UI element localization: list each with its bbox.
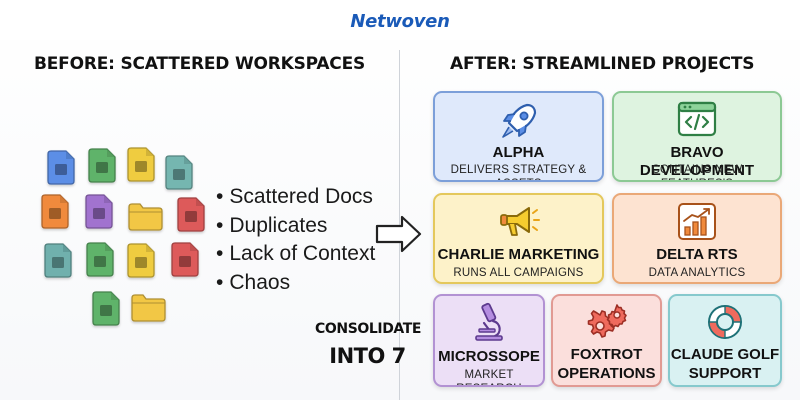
document-icon (85, 194, 113, 229)
document-icon (47, 150, 75, 185)
project-name-line-2: OPERATIONS (557, 365, 656, 382)
megaphone-icon (499, 207, 540, 236)
logo-bar: Netwoven (0, 0, 800, 40)
before-bullet-list: Scattered Docs Duplicates Lack of Contex… (216, 183, 375, 297)
rocket-icon (501, 103, 536, 138)
project-name: DELTA RTS (656, 246, 738, 263)
project-card-charlie: CHARLIE MARKETING RUNS ALL CAMPAIGNS (433, 193, 604, 284)
netwoven-logo: Netwoven (350, 11, 450, 32)
folder-icon (131, 294, 166, 322)
after-heading: AFTER: STREAMLINED PROJECTS (450, 54, 755, 74)
project-card-microssope: MICROSSOPE MARKET RESEARCH (433, 294, 545, 387)
project-name-line-1: FOXTROT (570, 346, 643, 363)
gears-icon (587, 304, 627, 338)
document-icon (165, 155, 193, 190)
bullet-scattered-docs: Scattered Docs (216, 183, 375, 212)
folder-icon (128, 203, 163, 231)
project-card-alpha: ALPHA DELIVERS STRATEGY & ASSETS (433, 91, 604, 182)
scattered-files (41, 147, 205, 326)
document-icon (41, 194, 69, 229)
project-name: MICROSSOPE (438, 348, 540, 365)
project-name: CHARLIE MARKETING (437, 246, 600, 263)
project-card-delta: DELTA RTS DATA ANALYTICS (612, 193, 782, 284)
lifebuoy-icon (708, 305, 742, 339)
consolidate-line-2: INTO 7 (329, 344, 406, 368)
consolidate-line-1: CONSOLIDATE (315, 321, 422, 337)
document-icon (177, 197, 205, 232)
right-arrow-icon (375, 215, 422, 253)
document-icon (171, 242, 199, 277)
project-card-foxtrot: FOXTROT OPERATIONS (551, 294, 662, 387)
code-window-icon (677, 101, 717, 137)
consolidate-label: CONSOLIDATE INTO 7 (315, 321, 422, 370)
project-card-bravo: BRAVO DEVELOPMENT CONTAINS NEW FEATURES'… (612, 91, 782, 182)
bar-chart-icon (678, 203, 716, 240)
before-heading: BEFORE: SCATTERED WORKSPACES (34, 54, 366, 74)
project-card-claude-golf: CLAUDE GOLF SUPPORT (668, 294, 782, 387)
document-icon (44, 243, 72, 278)
document-icon (86, 242, 114, 277)
microscope-icon (475, 302, 503, 341)
project-description: RUNS ALL CAMPAIGNS (453, 267, 584, 279)
project-description: MARKET RESEARCH (456, 369, 521, 385)
project-name-line-1: CLAUDE GOLF (670, 346, 780, 363)
project-name-line-2: SUPPORT (688, 365, 762, 382)
bullet-chaos: Chaos (216, 269, 375, 298)
bullet-duplicates: Duplicates (216, 212, 375, 241)
project-name: BRAVO DEVELOPMENT (639, 144, 755, 179)
project-name: ALPHA (492, 144, 545, 161)
project-description: DATA ANALYTICS (648, 267, 746, 279)
document-icon (88, 148, 116, 183)
document-icon (92, 291, 120, 326)
document-icon (127, 243, 155, 278)
document-icon (127, 147, 155, 182)
project-description: DELIVERS STRATEGY & ASSETS (450, 164, 587, 180)
project-description: CONTAINS NEW FEATURES'S (651, 164, 743, 180)
bullet-lack-of-context: Lack of Context (216, 240, 375, 269)
